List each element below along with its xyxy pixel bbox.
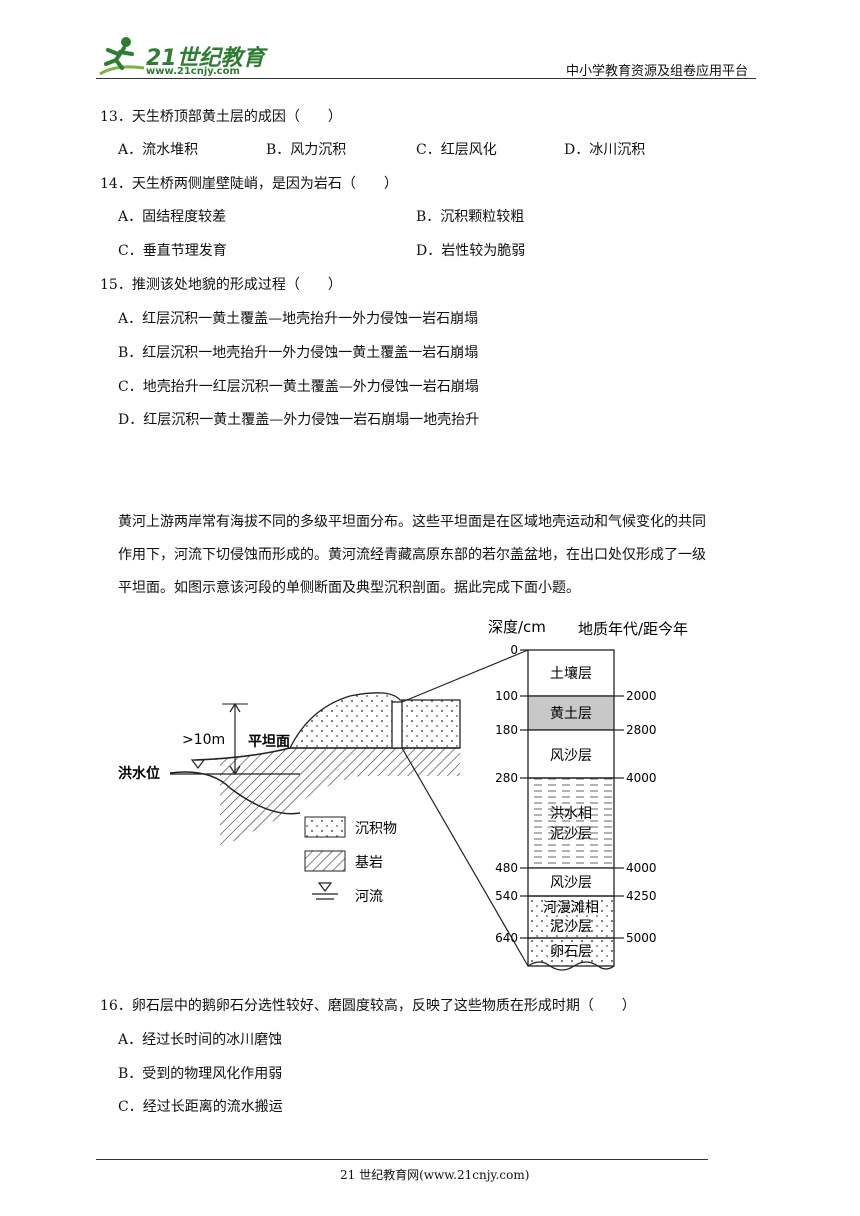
legend-bedrock-label: 基岩 [355,854,383,871]
depth-0: 0 [510,643,518,657]
q15-option-b: B．红层沉积一地壳抬升一外力侵蚀一黄土覆盖一岩石崩塌 [118,345,479,361]
age-2000: 2000 [626,689,657,703]
logo-title: 21世纪教育 [146,46,265,71]
legend-bedrock-swatch [304,850,346,872]
depth-axis-title: 深度/cm [488,618,546,636]
passage-line-1: 黄河上游两岸常有海拔不同的多级平坦面分布。这些平坦面是在区域地壳运动和气候变化的… [118,514,706,530]
depth-480: 480 [495,861,518,875]
cross-section [169,649,529,967]
layer-flood-facies: 洪水相 [550,806,592,822]
q15-stem: 15．推测该处地貌的形成过程（ ） [100,277,342,293]
age-5000: 5000 [626,931,657,945]
age-4000-upper: 4000 [626,771,657,785]
sediment-column: 深度/cm 地质年代/距今年 0 100 180 280 480 540 640 [488,618,688,971]
age-4250: 4250 [626,889,657,903]
q15-option-c: C．地壳抬升一红层沉积一黄土覆盖—外力侵蚀一岩石崩塌 [118,379,479,395]
flood-level-label: 洪水位 [118,765,160,782]
legend: 沉积物 基岩 河流 [304,816,397,905]
layer-soil: 土壤层 [550,665,592,682]
footer-divider [96,1159,708,1160]
legend-river-icon [312,882,338,900]
passage-line-3: 平坦面。如图示意该河段的单侧断面及典型沉积剖面。据此完成下面小题。 [118,580,580,596]
layer-flood-silt: 泥沙层 [550,826,592,842]
q14-option-b: B．沉积颗粒较粗 [416,209,525,225]
logo-subtitle: www.21cnjy.com [146,66,240,77]
platform-name: 中小学教育资源及组卷应用平台 [566,64,749,79]
q14-option-d: D．岩性较为脆弱 [416,243,526,259]
age-2800: 2800 [626,723,657,737]
q16-option-b: B．受到的物理风化作用弱 [118,1066,283,1082]
age-axis-title: 地质年代/距今年 [578,620,688,638]
legend-sediment-label: 沉积物 [355,821,397,837]
height-label: >10m [182,732,225,748]
passage-line-2: 作用下，河流下切侵蚀而形成的。黄河流经青藏高原东部的若尔盖盆地，在出口处仅形成了… [118,547,706,563]
q15-option-d: D．红层沉积一黄土覆盖—外力侵蚀一岩石崩塌一地壳抬升 [118,412,480,428]
q13-option-c: C．红层风化 [416,142,497,158]
logo-runner-icon [99,37,145,76]
depth-100: 100 [495,689,518,703]
q16-option-a: A．经过长时间的冰川磨蚀 [118,1032,283,1048]
layer-pebble: 卵石层 [550,944,592,960]
q16-option-c: C．经过长距离的流水搬运 [118,1099,283,1115]
layer-loess: 黄土层 [550,705,592,722]
layer-floodplain-facies: 河漫滩相 [543,900,599,916]
layer-aeolian-sand-1: 风沙层 [550,748,592,764]
q13-option-b: B．风力沉积 [266,142,347,158]
age-4000-lower: 4000 [626,861,657,875]
terrace-label: 平坦面 [248,734,290,750]
layer-floodplain-silt: 泥沙层 [550,919,592,935]
layer-aeolian-sand-2: 风沙层 [550,875,592,891]
q14-option-a: A．固结程度较差 [118,209,227,225]
q14-stem: 14．天生桥两侧崖壁陡峭，是因为岩石（ ） [100,176,398,192]
depth-280: 280 [495,771,518,785]
q13-option-a: A．流水堆积 [118,142,199,158]
q14-option-c: C．垂直节理发育 [118,243,227,259]
terrace-profile-figure: >10m 平坦面 洪水位 沉积物 基岩 河流 深度/cm 地质年代/距今年 [118,618,688,971]
q13-option-d: D．冰川沉积 [564,142,646,158]
footer-text[interactable]: 21 世纪教育网(www.21cnjy.com) [340,1168,530,1182]
legend-river-label: 河流 [355,889,383,905]
q13-stem: 13．天生桥顶部黄土层的成因（ ） [100,109,342,125]
depth-180: 180 [495,723,518,737]
q15-option-a: A．红层沉积一黄土覆盖—地壳抬升一外力侵蚀一岩石崩塌 [118,311,479,327]
header-divider [96,78,756,79]
depth-540: 540 [495,889,518,903]
q16-stem: 16．卵石层中的鹅卵石分选性较好、磨圆度较高，反映了这些物质在形成时期（ ） [100,998,636,1014]
legend-sediment-swatch [304,816,346,838]
depth-640: 640 [495,931,518,945]
